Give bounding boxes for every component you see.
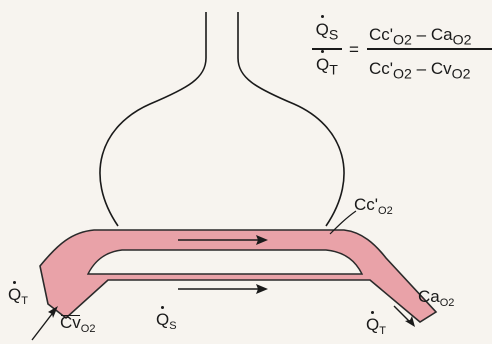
equation-lhs-numerator: QS [312,20,342,43]
label-venous-content: CvO2 [60,314,95,331]
equation-rhs-numerator: Cc'O2 – CaO2 [369,25,471,48]
vessel-gap [88,250,362,274]
equation-lhs-denominator: QT [312,55,342,78]
flow-arrow-inflow [32,306,58,340]
label-total-flow-out: QT [366,316,386,333]
flow-arrow-shunt [178,284,268,294]
fraction-bar [367,48,492,50]
equals-sign: = [349,40,359,60]
label-arterial-content: CaO2 [418,288,454,305]
label-shunt-flow: QS [156,311,177,328]
alveolus-outline [100,12,344,226]
label-capillary-content: Cc'O2 [354,196,393,213]
label-total-flow-in: QT [8,286,28,303]
fraction-bar [312,48,342,50]
blood-vessel [40,230,436,322]
equation-rhs-denominator: Cc'O2 – CvO2 [369,59,471,82]
